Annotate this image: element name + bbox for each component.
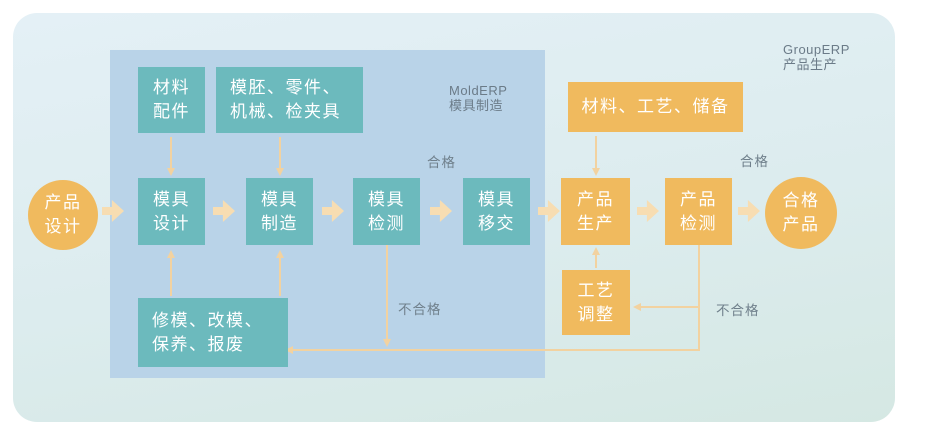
- node-production-inputs-label: 材料、工艺、储备: [581, 97, 730, 116]
- node-product-design-line2: 设计: [44, 217, 82, 236]
- group-erp-label-line1: GroupERP: [783, 42, 850, 57]
- group-erp-label: GroupERP 产品生产: [783, 42, 850, 72]
- edge-material-to-mold-design: [167, 137, 175, 176]
- node-product-design-line1: 产品: [44, 193, 82, 212]
- edge-repair-to-mold-design: [167, 250, 175, 296]
- edge-mold-inspection-fail: [383, 245, 391, 347]
- node-product-design: 产品 设计: [28, 180, 98, 250]
- node-mold-making: 模具 制造: [246, 178, 313, 245]
- edge-repair-to-mold-making: [276, 250, 284, 296]
- node-mold-inputs-line2: 机械、检夹具: [230, 102, 341, 121]
- mold-erp-label: MoldERP 模具制造: [449, 83, 507, 113]
- node-product-production: 产品 生产: [561, 178, 630, 245]
- node-mold-inspection: 模具 检测: [353, 178, 420, 245]
- edge-fail-to-adjust: [633, 303, 699, 311]
- node-product-inspection: 产品 检测: [665, 178, 732, 245]
- node-mold-design-line1: 模具: [153, 189, 190, 209]
- node-process-adjust-line1: 工艺: [577, 280, 615, 300]
- node-qualified-product-line1: 合格: [782, 191, 820, 210]
- fail-label-mold: 不合格: [398, 302, 442, 317]
- node-mold-design-line2: 设计: [153, 213, 190, 233]
- node-mold-handover-line1: 模具: [478, 189, 515, 209]
- edge-product-inspection-fail: [285, 245, 700, 354]
- edge-supplies-to-production: [592, 136, 600, 176]
- fail-label-product: 不合格: [716, 303, 760, 318]
- node-mold-design: 模具 设计: [138, 178, 205, 245]
- node-material-parts: 材料 配件: [138, 67, 205, 133]
- node-mold-making-line1: 模具: [261, 189, 298, 209]
- node-process-adjust-line2: 调整: [577, 304, 615, 324]
- node-production-inputs: 材料、工艺、储备: [568, 82, 743, 132]
- pass-label-mold: 合格: [427, 155, 456, 170]
- group-erp-label-line2: 产品生产: [783, 57, 838, 72]
- node-product-production-line1: 产品: [577, 189, 614, 209]
- mold-erp-label-line1: MoldERP: [449, 83, 508, 98]
- node-material-parts-line1: 材料: [153, 78, 190, 97]
- pass-label-product: 合格: [740, 154, 769, 169]
- node-mold-repair: 修模、改模、 保养、报废: [138, 298, 288, 367]
- node-material-parts-line2: 配件: [153, 102, 190, 121]
- edge-inputs-to-mold-making: [276, 137, 284, 176]
- node-mold-handover-line2: 移交: [478, 213, 515, 233]
- node-mold-repair-line1: 修模、改模、: [152, 310, 263, 330]
- node-product-production-line2: 生产: [577, 213, 614, 233]
- node-process-adjust: 工艺 调整: [562, 270, 630, 335]
- node-qualified-product-line2: 产品: [782, 215, 820, 234]
- node-mold-inputs: 模胚、零件、 机械、检夹具: [216, 67, 363, 133]
- edge-adjust-to-production: [592, 247, 600, 268]
- node-product-inspection-line2: 检测: [680, 213, 717, 233]
- node-qualified-product: 合格 产品: [765, 177, 837, 249]
- node-mold-inspection-line2: 检测: [368, 213, 405, 233]
- node-mold-making-line2: 制造: [261, 213, 298, 233]
- node-product-inspection-line1: 产品: [680, 189, 717, 209]
- mold-erp-label-line2: 模具制造: [449, 98, 504, 113]
- node-mold-repair-line2: 保养、报废: [152, 334, 245, 354]
- node-mold-handover: 模具 移交: [463, 178, 530, 245]
- node-mold-inspection-line1: 模具: [368, 189, 405, 209]
- node-mold-inputs-line1: 模胚、零件、: [230, 78, 341, 97]
